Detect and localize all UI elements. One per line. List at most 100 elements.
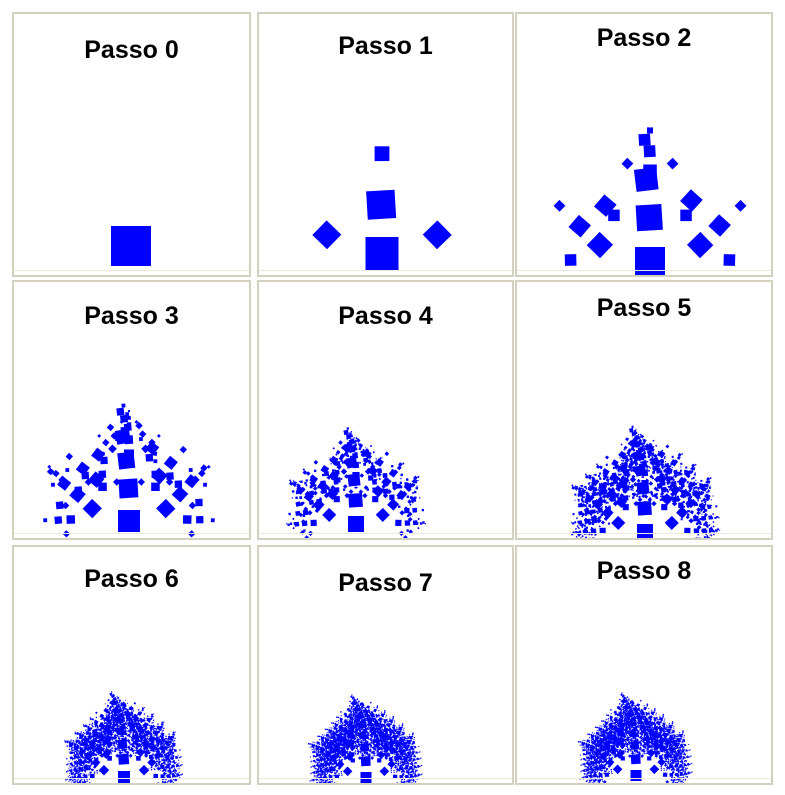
fractal-square <box>111 697 113 699</box>
fractal-square <box>577 505 579 507</box>
fractal-square <box>104 721 107 723</box>
fractal-square <box>704 508 705 510</box>
fractal-square <box>639 449 641 451</box>
fractal-square <box>169 752 171 755</box>
fractal-square <box>643 441 646 444</box>
fractal-square <box>358 489 364 495</box>
fractal-square <box>135 749 137 751</box>
fractal-square <box>96 735 100 739</box>
fractal-square <box>358 756 362 760</box>
fractal-square <box>88 782 91 783</box>
fractal-square <box>630 484 635 489</box>
fractal-square <box>113 744 115 746</box>
fractal-square <box>100 743 102 745</box>
fractal-square <box>621 486 623 488</box>
fractal-square <box>609 476 613 479</box>
fractal-square <box>80 778 83 781</box>
fractal-square <box>80 732 82 735</box>
fractal-square <box>107 699 110 702</box>
fractal-square <box>309 490 315 496</box>
fractal-square <box>73 751 75 754</box>
fractal-square <box>581 515 584 518</box>
fractal-square <box>143 717 146 720</box>
fractal-square <box>636 443 638 445</box>
fractal-square <box>300 480 303 483</box>
fractal-square <box>639 433 642 436</box>
fractal-square <box>108 724 110 726</box>
fractal-square <box>109 727 111 730</box>
fractal-square <box>580 484 584 487</box>
fractal-square <box>645 471 647 473</box>
fractal-square <box>586 538 587 539</box>
fractal-square <box>71 764 74 767</box>
fractal-square <box>83 759 88 764</box>
fractal-square <box>390 762 392 764</box>
fractal-square <box>79 772 82 775</box>
fractal-square <box>92 733 94 736</box>
fractal-square <box>700 487 702 489</box>
fractal-square <box>121 702 123 704</box>
fractal-square <box>665 460 667 462</box>
fractal-square <box>639 486 642 489</box>
fractal-square <box>137 735 140 737</box>
fractal-square <box>165 769 168 771</box>
fractal-square <box>155 728 158 730</box>
fractal-square <box>661 466 664 469</box>
fractal-square <box>605 490 608 493</box>
fractal-square <box>680 518 683 521</box>
fractal-square <box>712 533 715 536</box>
fractal-square <box>107 748 109 750</box>
fractal-square <box>714 516 717 519</box>
fractal-square <box>589 506 592 509</box>
fractal-square <box>659 458 664 463</box>
fractal-square <box>168 780 170 782</box>
fractal-square <box>621 464 623 466</box>
fractal-square <box>51 482 55 487</box>
fractal-square <box>113 736 116 739</box>
fractal-square <box>118 703 120 706</box>
fractal-square <box>612 501 619 507</box>
fractal-square <box>700 491 703 495</box>
fractal-square <box>335 450 341 455</box>
fractal-square <box>627 479 630 482</box>
fractal-square <box>646 460 649 463</box>
fractal-square <box>167 761 169 763</box>
fractal-square <box>167 739 170 741</box>
fractal-square <box>607 476 610 479</box>
fractal-square <box>119 716 122 718</box>
fractal-square <box>571 484 574 487</box>
fractal-square <box>132 722 134 724</box>
fractal-square <box>94 728 98 732</box>
fractal-square <box>88 762 91 764</box>
fractal-square <box>347 744 349 747</box>
fractal-square <box>362 448 365 452</box>
fractal-square <box>660 451 663 454</box>
fractal-square <box>332 461 338 466</box>
fractal-square <box>97 748 99 751</box>
fractal-square <box>331 474 335 477</box>
fractal-square <box>651 454 654 457</box>
fractal-square <box>104 740 106 742</box>
fractal-square <box>603 516 609 521</box>
fractal-square <box>196 515 204 524</box>
fractal-square <box>106 744 109 746</box>
fractal-square <box>81 743 83 746</box>
fractal-square <box>369 477 372 481</box>
fractal-square <box>144 742 146 744</box>
fractal-square <box>105 720 107 722</box>
fractal-square <box>103 741 106 743</box>
fractal-square <box>134 754 136 757</box>
fractal-square <box>622 463 624 465</box>
fractal-square <box>679 486 684 491</box>
fractal-square <box>80 737 82 739</box>
fractal-square <box>157 758 159 760</box>
fractal-square <box>170 746 172 748</box>
fractal-square <box>86 747 88 749</box>
fractal-square <box>708 494 711 498</box>
fractal-square <box>599 465 603 470</box>
fractal-square <box>107 745 111 749</box>
fractal-square <box>593 483 595 485</box>
fractal-square <box>316 498 323 505</box>
fractal-square <box>148 724 150 727</box>
fractal-square <box>106 744 108 746</box>
